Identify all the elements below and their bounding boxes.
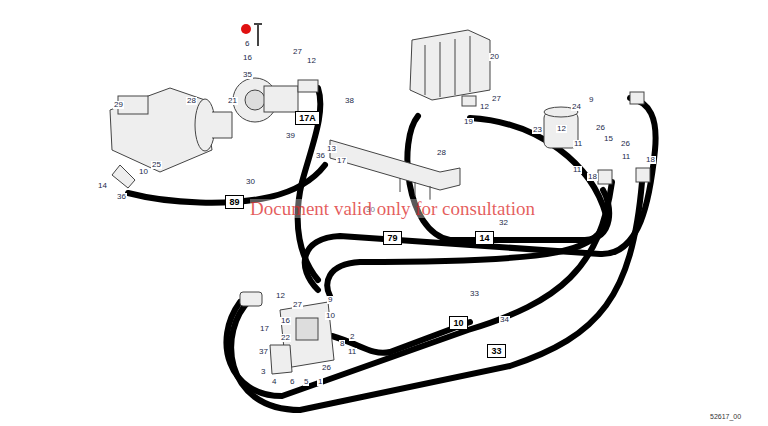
callout-number: 28 — [436, 149, 447, 157]
callout-number: 14 — [97, 182, 108, 190]
callout-number: 27 — [491, 95, 502, 103]
callout-number: 26 — [620, 140, 631, 148]
drawing-code: 52617_00 — [710, 413, 741, 420]
callout-number: 33 — [469, 290, 480, 298]
callout-number: 27 — [292, 48, 303, 56]
callout-number: 28 — [186, 97, 197, 105]
callout-number: 17 — [259, 325, 270, 333]
callout-number: 25 — [151, 161, 162, 169]
callout-number: 6 — [244, 40, 250, 48]
hose-tag: 14 — [475, 231, 494, 245]
callout-number: 20 — [489, 53, 500, 61]
callout-number: 23 — [532, 126, 543, 134]
callout-number: 9 — [588, 96, 594, 104]
callout-number: 11 — [572, 166, 582, 174]
hose-tag: 17A — [295, 111, 320, 125]
hose-tag: 79 — [383, 231, 402, 245]
callout-number: 3 — [260, 368, 266, 376]
callout-number: 37 — [258, 348, 269, 356]
callout-number: 17 — [336, 157, 347, 165]
callout-number: 10 — [138, 168, 149, 176]
callout-number: 35 — [242, 71, 253, 79]
callout-number: 29 — [113, 101, 124, 109]
callout-number: 18 — [587, 173, 598, 181]
callout-number: 13 — [326, 145, 337, 153]
callout-number: 4 — [271, 378, 277, 386]
callout-number: 39 — [285, 132, 296, 140]
callout-number: 30 — [245, 178, 256, 186]
callout-number: 26 — [321, 364, 332, 372]
callout-number: 12 — [275, 292, 286, 300]
hose-number: 79 — [387, 234, 397, 243]
callout-number: 26 — [595, 124, 606, 132]
callout-number: 5 — [303, 378, 309, 386]
callout-number: 24 — [571, 103, 582, 111]
callout-number: 12 — [556, 125, 567, 133]
hose-tag: 89 — [225, 195, 244, 209]
callout-number: 12 — [306, 57, 317, 65]
watermark: Document valid only for consultation — [250, 199, 535, 218]
callout-number: 27 — [292, 301, 303, 309]
hose-number: 89 — [229, 198, 239, 207]
callout-number: 11 — [347, 348, 357, 356]
callout-number: 6 — [289, 378, 295, 386]
callout-number: 36 — [315, 152, 326, 160]
callout-number: 36 — [116, 193, 127, 201]
callout-number: 11 — [621, 153, 631, 161]
callout-number: 9 — [327, 296, 333, 304]
callout-number: 18 — [645, 156, 656, 164]
hose-number: 17A — [299, 114, 316, 123]
callout-number: 11 — [573, 140, 583, 148]
callout-number: 21 — [227, 97, 238, 105]
callout-number: 34 — [499, 316, 510, 324]
callout-number: 38 — [344, 97, 355, 105]
hose-number: 10 — [453, 319, 463, 328]
callout-number: 32 — [498, 219, 509, 227]
hose-number: 14 — [479, 234, 489, 243]
callout-number: 8 — [339, 340, 345, 348]
callout-number: 19 — [463, 118, 474, 126]
hose-tag: 10 — [449, 316, 468, 330]
callout-number: 15 — [603, 135, 614, 143]
callout-number: 12 — [479, 103, 490, 111]
hose-tag: 33 — [487, 344, 506, 358]
callout-number: 10 — [325, 312, 336, 320]
callout-number: 1 — [317, 378, 323, 386]
hose-number: 33 — [491, 347, 501, 356]
callout-number: 2 — [349, 333, 355, 341]
callout-number: 22 — [280, 334, 291, 342]
callout-number: 16 — [280, 317, 291, 325]
callout-number: 16 — [242, 54, 253, 62]
